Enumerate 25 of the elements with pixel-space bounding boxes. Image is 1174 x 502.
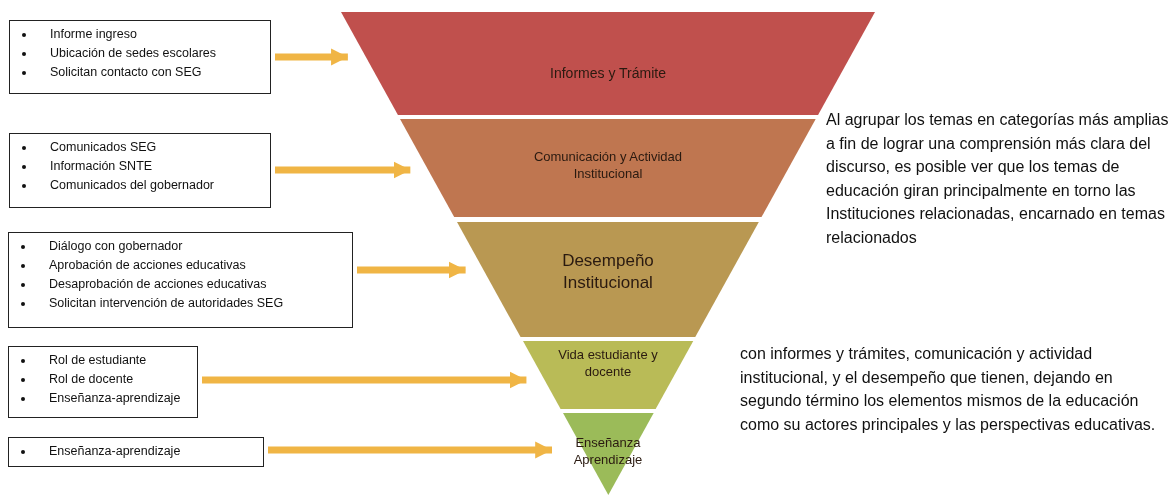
list-item: Desaprobación de acciones educativas: [49, 277, 267, 291]
segment-label: Comunicación y Actividad Institucional: [532, 149, 684, 183]
list-item: Diálogo con gobernador: [49, 239, 183, 253]
list-item: Ubicación de sedes escolares: [50, 46, 217, 60]
list-item: Aprobación de acciones educativas: [49, 258, 246, 272]
bullet-list-box: [9, 20, 271, 94]
segment-label: Informes y Trámite: [549, 64, 667, 83]
segment-label: Desempeño Institucional: [561, 250, 655, 295]
bullet-list-box: [8, 437, 264, 467]
paragraph: con informes y trámites, comunicación y actividad institucional, y el desempeño que tienen, dejando en segundo término los elementos mismos de la educación como su actores principales y las perspectivas educativas.: [740, 344, 1157, 435]
paragraph: Al agrupar los temas en categorías más amplias a fin de lograr una comprensión más clara del discurso, es posible ver que los temas de educación giran principalmente en torno las Instituciones relacionadas, encarnado en temas relacionados: [826, 110, 1170, 248]
list-item: Enseñanza-aprendizaje: [49, 444, 181, 458]
bullet-list-box: [8, 346, 198, 418]
list-item: Información SNTE: [50, 159, 153, 173]
list-item: Solicitan intervención de autoridades SEG: [49, 296, 284, 310]
bullet-list-box: [8, 232, 353, 328]
list-item: Solicitan contacto con SEG: [50, 65, 202, 79]
segment-label: Vida estudiante y docente: [558, 347, 658, 381]
list-item: Rol de estudiante: [49, 353, 147, 367]
list-item: Comunicados del gobernador: [50, 178, 214, 192]
list-item: Enseñanza-aprendizaje: [49, 391, 181, 405]
bullet-list-box: [9, 133, 271, 208]
list-item: Comunicados SEG: [50, 140, 157, 154]
list-item: Informe ingreso: [50, 27, 137, 41]
list-item: Rol de docente: [49, 372, 134, 386]
